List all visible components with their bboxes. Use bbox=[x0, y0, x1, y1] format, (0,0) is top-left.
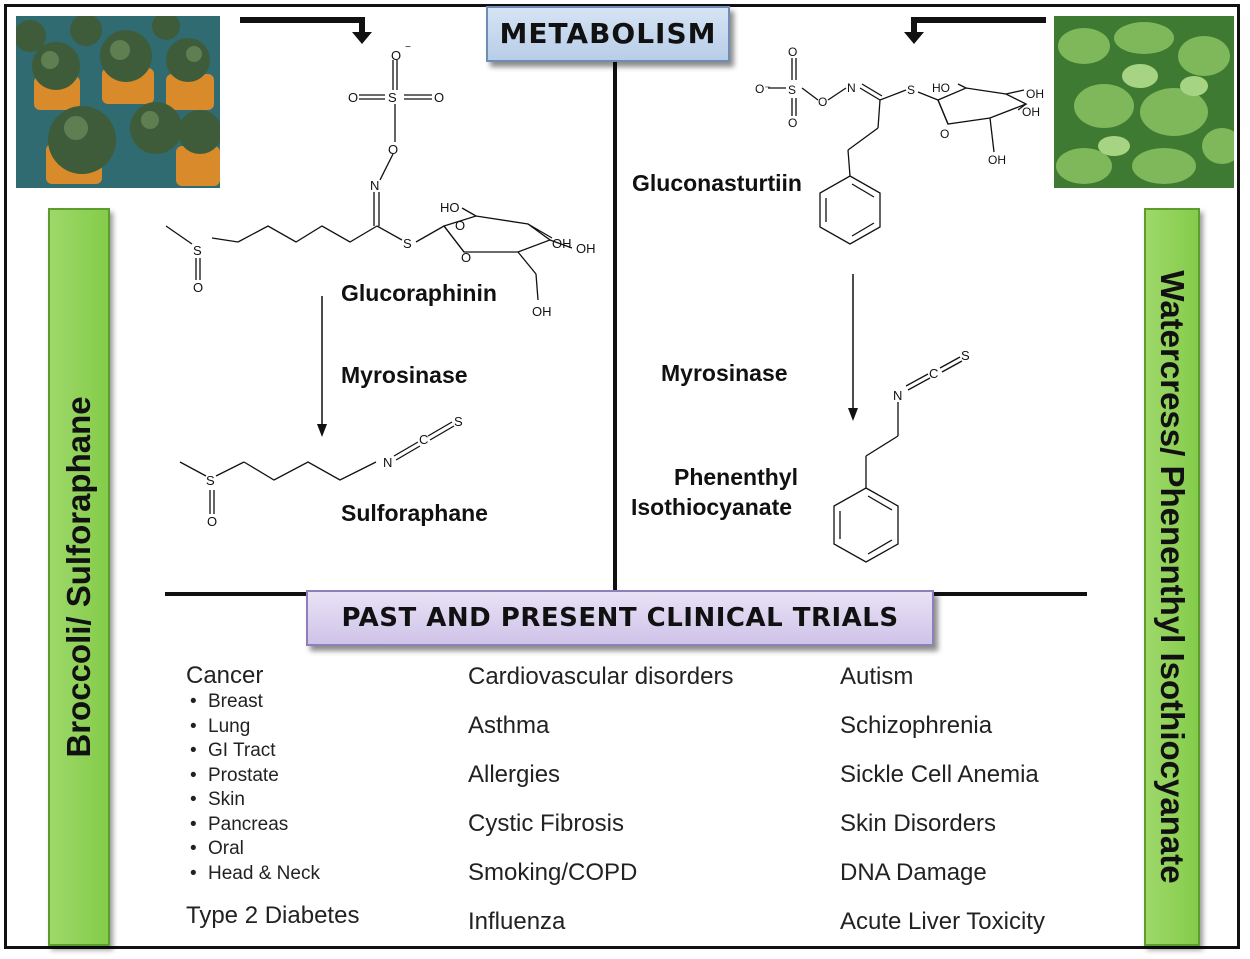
list-item: Cardiovascular disorders bbox=[468, 663, 734, 690]
svg-text:O: O bbox=[455, 218, 465, 233]
svg-text:OH: OH bbox=[532, 304, 552, 319]
broccoli-photo bbox=[16, 16, 220, 188]
svg-text:S: S bbox=[907, 83, 915, 97]
svg-text:S: S bbox=[193, 243, 202, 258]
svg-text:O: O bbox=[193, 280, 203, 295]
svg-text:C: C bbox=[419, 432, 428, 447]
trials-column-2: Cardiovascular disorders Asthma Allergie… bbox=[468, 652, 733, 946]
list-item: Autism bbox=[840, 663, 914, 690]
svg-text:S: S bbox=[788, 83, 796, 97]
svg-text:−: − bbox=[405, 42, 411, 53]
svg-text:O: O bbox=[207, 514, 217, 529]
trials-column-1: Cancer Breast Lung GI Tract Prostate Ski… bbox=[186, 662, 359, 930]
list-item: Head & Neck bbox=[190, 862, 359, 887]
svg-text:OH: OH bbox=[1022, 105, 1040, 119]
left-top-arrow bbox=[240, 17, 365, 34]
list-item: Skin bbox=[190, 788, 359, 813]
svg-text:HO: HO bbox=[932, 81, 950, 95]
svg-text:O: O bbox=[940, 127, 949, 141]
list-item: Acute Liver Toxicity bbox=[840, 908, 1045, 935]
list-item: Prostate bbox=[190, 764, 359, 789]
svg-text:O: O bbox=[461, 250, 471, 265]
svg-text:S: S bbox=[388, 90, 397, 105]
svg-text:O: O bbox=[348, 90, 358, 105]
svg-text:OH: OH bbox=[576, 241, 596, 256]
peitc-label-line2: Isothiocyanate bbox=[631, 494, 793, 520]
list-item: Oral bbox=[190, 837, 359, 862]
list-item: Cystic Fibrosis bbox=[468, 810, 625, 837]
peitc-structure bbox=[833, 356, 963, 563]
watercress-photo bbox=[1054, 16, 1234, 188]
gluconasturtiin-structure bbox=[768, 58, 1028, 245]
glucoraphinin-structure bbox=[165, 60, 573, 301]
right-green-bar: Watercress/ Phenenthyl Isothiocyanate bbox=[1144, 208, 1200, 946]
list-item: GI Tract bbox=[190, 739, 359, 764]
atom-label: O bbox=[391, 48, 401, 63]
svg-text:O: O bbox=[788, 45, 797, 59]
sulforaphane-structure bbox=[179, 421, 455, 514]
glucoraphinin-label: Glucoraphinin bbox=[341, 280, 497, 306]
gluconasturtiin-label: Gluconasturtiin bbox=[632, 170, 802, 196]
svg-text:O: O bbox=[788, 116, 797, 130]
svg-text:OH: OH bbox=[1026, 87, 1044, 101]
svg-text:OH: OH bbox=[988, 153, 1006, 167]
svg-text:S: S bbox=[206, 473, 215, 488]
right-top-arrow bbox=[911, 17, 1046, 34]
clinical-trials-header: PAST AND PRESENT CLINICAL TRIALS bbox=[306, 590, 934, 646]
svg-text:N: N bbox=[893, 388, 902, 403]
svg-text:N: N bbox=[847, 81, 856, 95]
list-item: Pancreas bbox=[190, 813, 359, 838]
svg-text:O: O bbox=[818, 95, 827, 109]
list-item: Lung bbox=[190, 715, 359, 740]
peitc-label-line1: Phenenthyl bbox=[674, 464, 798, 490]
svg-text:S: S bbox=[961, 348, 970, 363]
sulforaphane-label: Sulforaphane bbox=[341, 500, 488, 526]
trials-column-3: Autism Schizophrenia Sickle Cell Anemia … bbox=[840, 652, 1045, 946]
list-item: Asthma bbox=[468, 712, 550, 739]
list-item: Breast bbox=[190, 690, 359, 715]
svg-text:N: N bbox=[383, 455, 392, 470]
svg-text:HO: HO bbox=[440, 200, 460, 215]
list-item: DNA Damage bbox=[840, 859, 987, 886]
list-item: Skin Disorders bbox=[840, 810, 997, 837]
right-myrosinase-label: Myrosinase bbox=[661, 360, 788, 386]
svg-text:S: S bbox=[454, 414, 463, 429]
cancer-subtypes: Breast Lung GI Tract Prostate Skin Pancr… bbox=[190, 690, 359, 886]
svg-text:N: N bbox=[370, 178, 379, 193]
svg-text:S: S bbox=[403, 236, 412, 251]
left-green-bar: Broccoli/ Sulforaphane bbox=[48, 208, 110, 946]
list-item: Sickle Cell Anemia bbox=[840, 761, 1039, 788]
list-item: Type 2 Diabetes bbox=[186, 902, 360, 929]
svg-text:O: O bbox=[434, 90, 444, 105]
left-myrosinase-label: Myrosinase bbox=[341, 362, 468, 388]
cancer-heading: Cancer bbox=[186, 662, 264, 689]
list-item: Allergies bbox=[468, 761, 561, 788]
svg-text:OH: OH bbox=[552, 236, 572, 251]
svg-text:C: C bbox=[929, 366, 938, 381]
list-item: Influenza bbox=[468, 908, 566, 935]
svg-text:O: O bbox=[388, 142, 398, 157]
broccoli-sulforaphane-label: Broccoli/ Sulforaphane bbox=[60, 396, 97, 758]
svg-text:O⁻: O⁻ bbox=[755, 82, 771, 96]
list-item: Smoking/COPD bbox=[468, 859, 638, 886]
metabolism-header: METABOLISM bbox=[486, 6, 730, 62]
watercress-peitc-label: Watercress/ Phenenthyl Isothiocyanate bbox=[1154, 270, 1191, 884]
list-item: Schizophrenia bbox=[840, 712, 993, 739]
